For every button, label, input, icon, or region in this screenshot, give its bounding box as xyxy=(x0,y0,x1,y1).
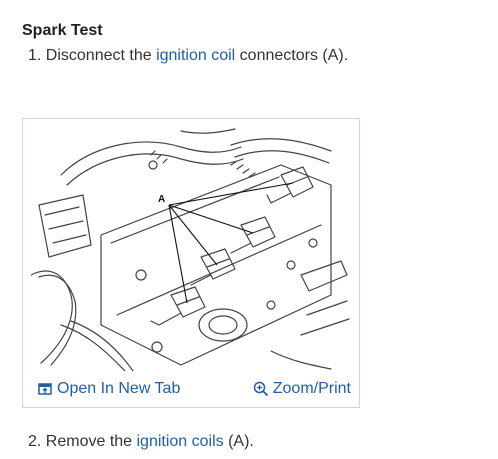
section-title: Spark Test xyxy=(22,22,103,39)
step-1: 1. Disconnect the ignition coil connecto… xyxy=(28,47,348,65)
callout-a: A xyxy=(158,194,165,205)
open-new-tab-icon xyxy=(38,383,52,395)
step-2: 2. Remove the ignition coils (A). xyxy=(28,433,254,451)
step-2-suffix: (A). xyxy=(223,433,254,450)
ignition-coil-link[interactable]: ignition coil xyxy=(156,47,236,64)
ignition-coil-diagram[interactable]: A xyxy=(31,125,351,371)
ignition-coils-link[interactable]: ignition coils xyxy=(136,433,224,450)
step-1-suffix: connectors (A). xyxy=(235,47,349,64)
figure-toolbar: Open In New Tab Zoom/Print xyxy=(23,371,359,407)
zoom-print-label: Zoom/Print xyxy=(272,380,351,397)
engine-illustration: A xyxy=(31,128,350,371)
zoom-icon xyxy=(253,381,268,397)
zoom-print-button[interactable]: Zoom/Print xyxy=(253,380,351,398)
figure-panel: A Open In New Tab Zoom/Print xyxy=(22,118,360,408)
open-in-new-tab-button[interactable]: Open In New Tab xyxy=(37,380,180,398)
open-in-new-tab-label: Open In New Tab xyxy=(57,380,181,397)
step-2-text: 2. Remove the xyxy=(28,433,137,450)
step-1-text: 1. Disconnect the xyxy=(28,47,157,64)
